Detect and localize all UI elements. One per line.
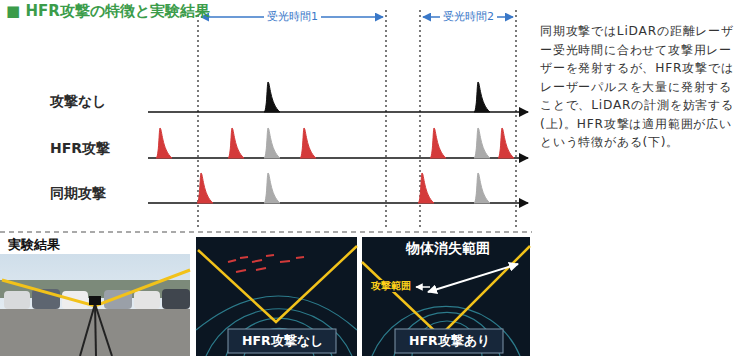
laser-pulse — [474, 82, 490, 112]
lidar-view-no-attack — [236, 270, 246, 272]
lidar-view-no-attack — [196, 237, 357, 356]
photo-scene — [134, 291, 160, 309]
section-label: 実験結果 — [8, 237, 60, 253]
lidar-view-no-attack — [228, 255, 304, 272]
lidar-view-attack — [428, 264, 518, 292]
row-label: 攻撃なし — [50, 93, 106, 110]
range-label: 物体消失範囲 — [404, 240, 492, 256]
range-label: 攻撃範囲 — [370, 280, 412, 292]
lidar-view-no-attack — [240, 257, 248, 258]
time-axes — [148, 112, 528, 203]
row-label: HFR攻撃 — [50, 140, 110, 157]
lidar-view-no-attack — [280, 261, 290, 262]
laser-pulse — [418, 173, 434, 203]
laser-pulse — [264, 173, 280, 203]
photo-scene — [89, 296, 101, 305]
window-lines — [198, 10, 516, 228]
lidar-view-no-attack — [228, 329, 336, 353]
laser-pulse — [474, 173, 490, 203]
photo-scene — [0, 254, 190, 356]
lidar-view-no-attack — [196, 296, 357, 356]
photo-scene — [4, 291, 30, 309]
photo-scene — [2, 270, 190, 306]
lidar-view-attack — [362, 237, 530, 356]
lidar-view-no-attack — [266, 255, 274, 256]
laser-pulse — [197, 173, 213, 203]
lidar-view-attack — [416, 286, 430, 288]
lidar-view-no-attack — [196, 237, 357, 356]
photo-scene — [162, 289, 190, 309]
figure-caption: 同期攻撃ではLiDARの距離レーザー受光時間に合わせて攻撃用レーザーを発射するが… — [540, 22, 743, 152]
laser-pulses — [156, 82, 514, 203]
laser-pulse — [156, 128, 172, 158]
separator — [0, 231, 532, 232]
photo-label: HFR攻撃あり — [405, 332, 494, 349]
photo-scene — [80, 304, 95, 356]
window-label: 受光時間2 — [440, 10, 497, 23]
lidar-view-attack — [362, 246, 530, 336]
window-lines — [515, 10, 516, 228]
window-lines — [385, 10, 386, 228]
photo-label: HFR攻撃なし — [238, 332, 327, 349]
lidar-view-no-attack — [196, 296, 357, 330]
laser-pulse — [228, 128, 244, 158]
photo-scene — [95, 304, 112, 356]
lidar-view-no-attack — [198, 246, 357, 322]
photo-scene — [95, 304, 96, 356]
window-lines — [197, 10, 198, 228]
photo-scene — [0, 254, 190, 356]
lidar-view-no-attack — [228, 260, 236, 262]
time-axes — [148, 157, 528, 159]
lidar-view-attack — [362, 237, 530, 356]
figure-title: ■ HFR攻撃の特徴と実験結果 — [6, 2, 210, 20]
laser-pulse — [474, 128, 490, 158]
row-label: 同期攻撃 — [50, 185, 106, 202]
laser-pulse — [430, 128, 446, 158]
laser-pulse — [498, 128, 514, 158]
lidar-view-attack — [372, 306, 520, 356]
lidar-view-attack — [395, 329, 503, 353]
lidar-view-no-attack — [206, 309, 352, 356]
window-label: 受光時間1 — [264, 10, 321, 23]
lidar-view-no-attack — [256, 268, 266, 270]
lidar-view-no-attack — [296, 257, 304, 258]
lidar-view-no-attack — [252, 260, 262, 262]
laser-pulse — [300, 128, 316, 158]
laser-pulse — [264, 128, 280, 158]
time-axes — [148, 111, 528, 113]
lidar-view-attack — [372, 306, 520, 356]
laser-pulse — [264, 82, 280, 112]
